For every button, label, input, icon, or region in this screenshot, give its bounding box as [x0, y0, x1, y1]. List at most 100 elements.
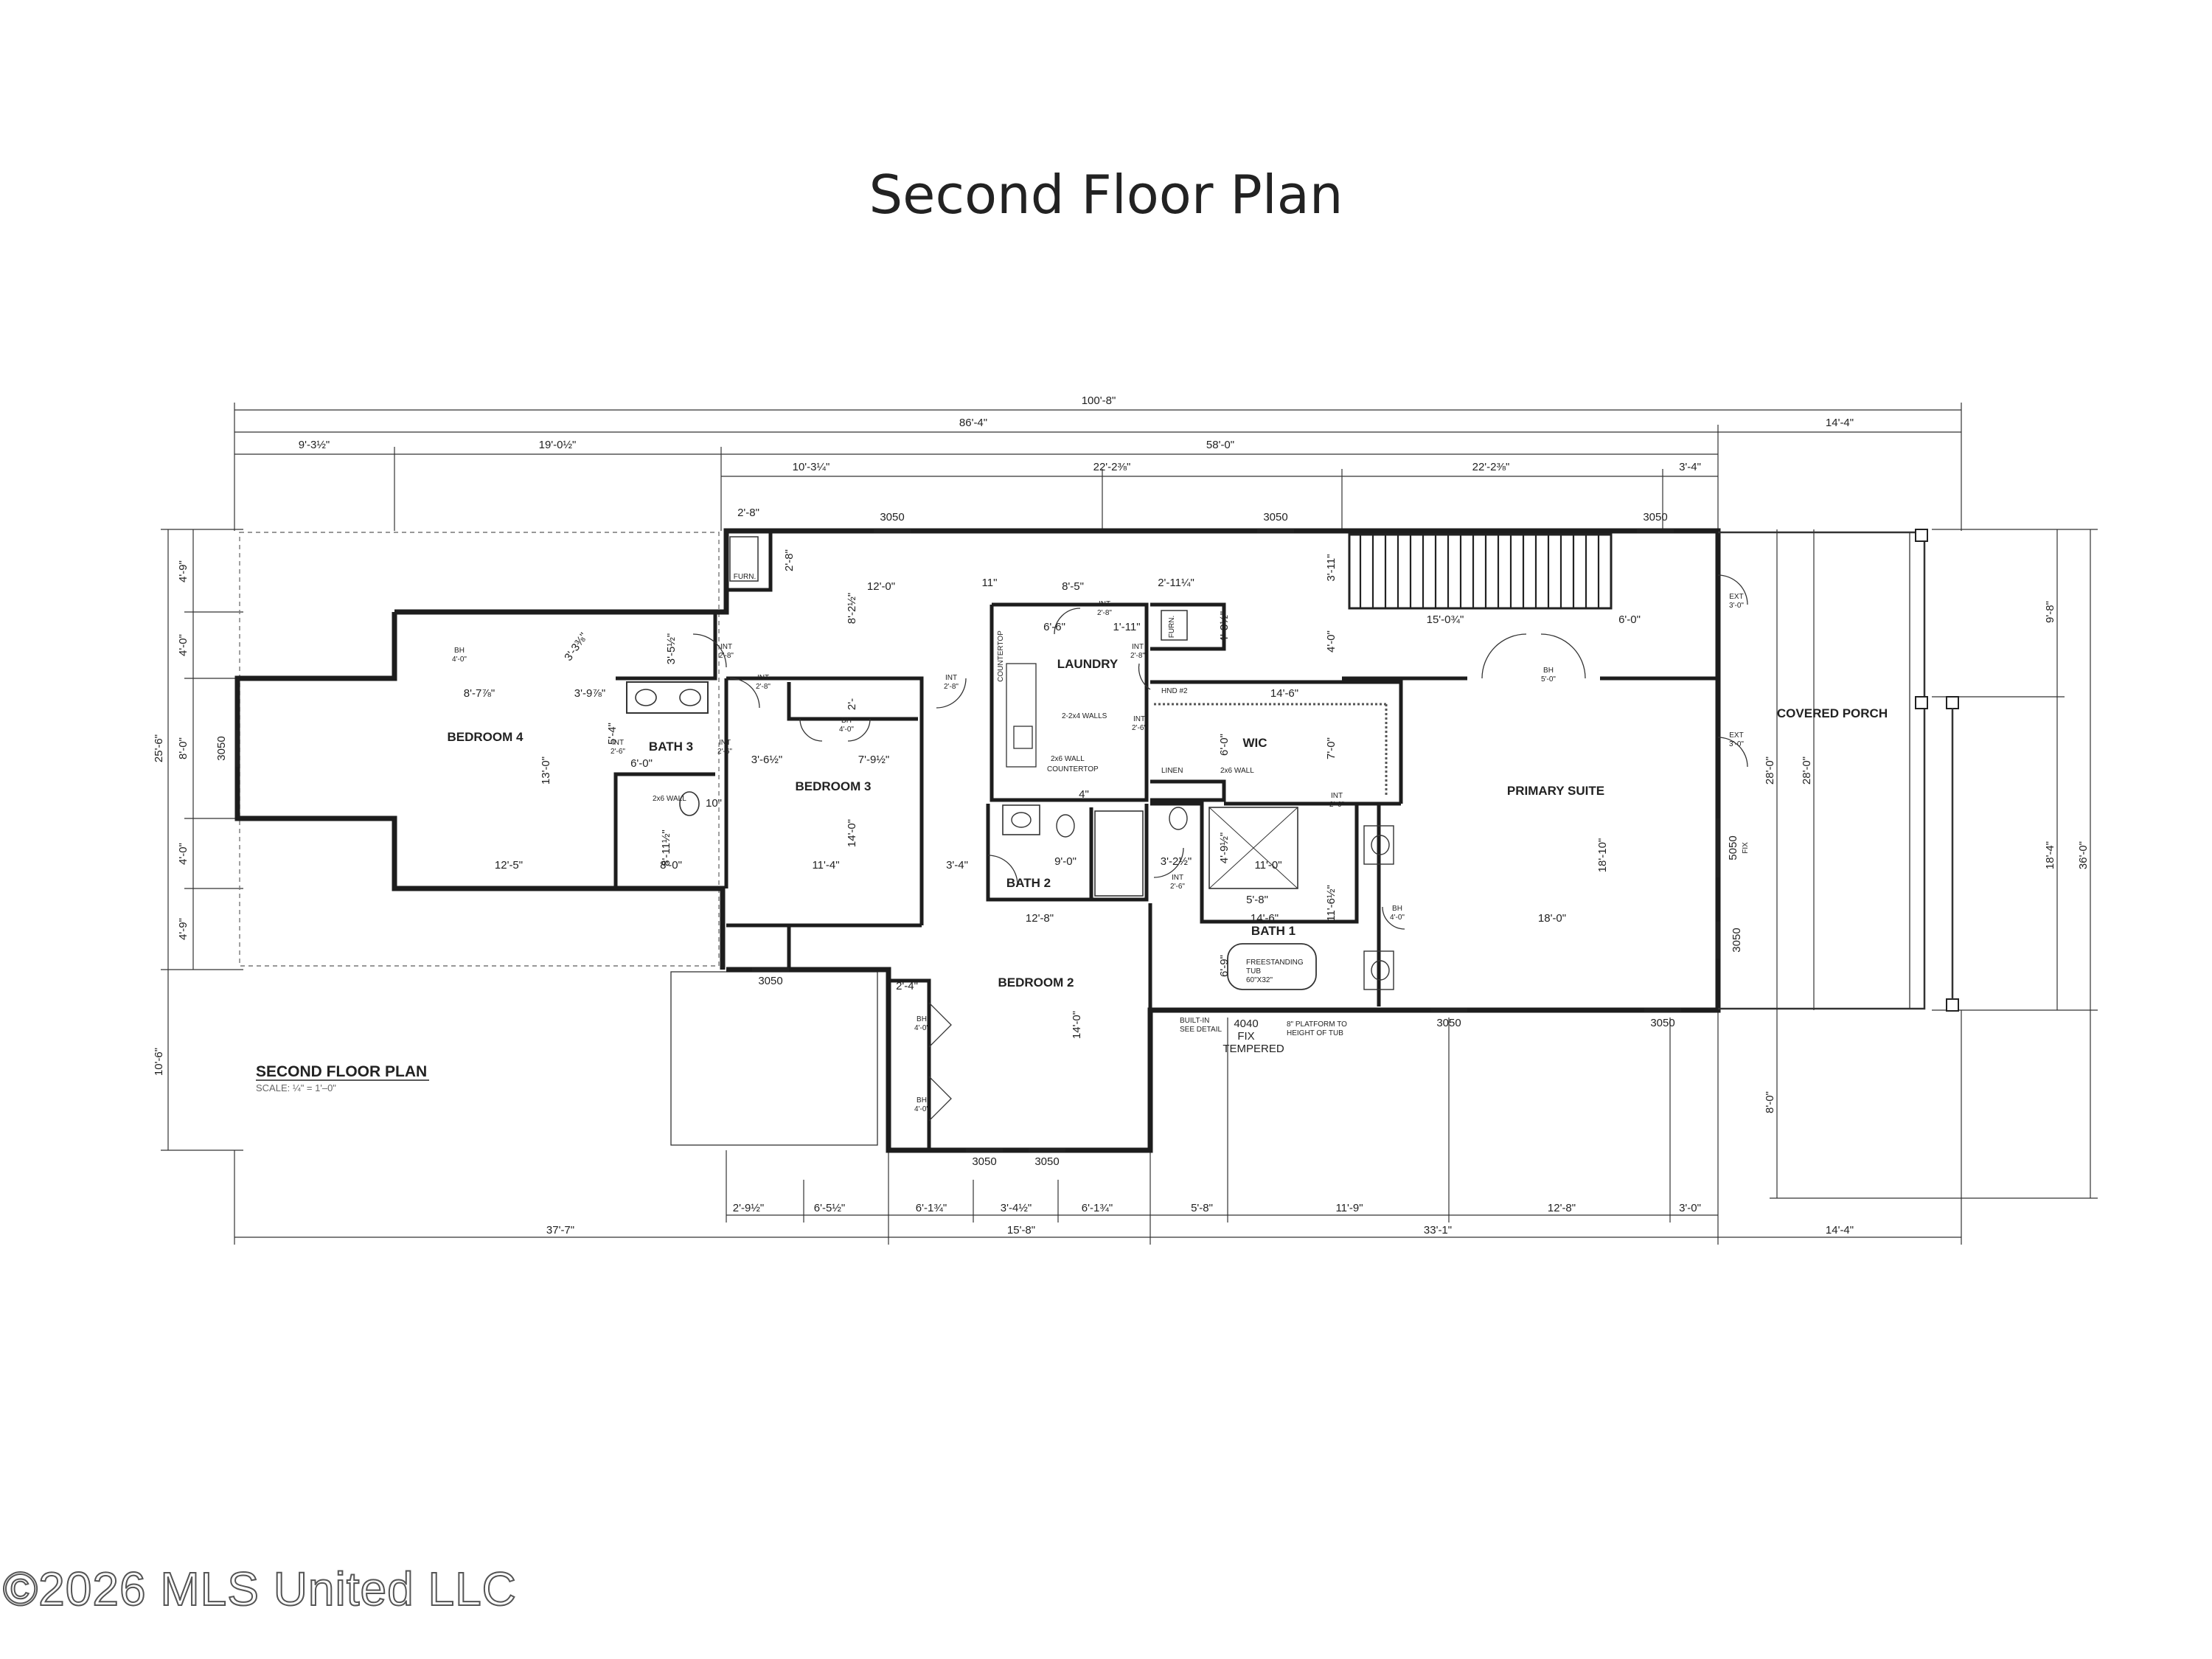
dim-laundry-c: 1'-11" [1113, 621, 1140, 633]
dim-bath3-c: 10" [706, 797, 722, 810]
note-ext-2-size: 3'-0" [1729, 740, 1744, 748]
note-bh-3: BH [841, 717, 852, 725]
dim-left-b: 4'-0" [177, 634, 189, 656]
dim-bottom-c: 6'-1¾" [916, 1202, 947, 1214]
plan-label: SECOND FLOOR PLAN [256, 1063, 427, 1080]
note-bh-size: 4'-0" [452, 655, 467, 664]
note-2x6-wall-bath3: 2x6 WALL [653, 795, 686, 803]
note-2x6-wall: 2x6 WALL [1051, 755, 1085, 763]
dim-overall: 100'-8" [1082, 394, 1116, 407]
dim-bottom-33: 33'-1" [1424, 1224, 1452, 1237]
note-ext: EXT [1729, 593, 1743, 601]
dim-bath3-e: 8'-0" [660, 859, 682, 872]
window-left: 3050 [215, 736, 228, 760]
note-int-8: INT [1133, 715, 1145, 723]
dim-bed3-a: 3'-6½" [751, 754, 782, 766]
window-tags: 3050 3050 3050 3050 3050 3050 3050 3050 … [215, 511, 1750, 1168]
note-int-7-size: 2'-8" [1130, 652, 1145, 660]
dim-bottom-14: 14'-4" [1826, 1224, 1854, 1237]
dim-primary-a: 18'-10" [1596, 838, 1609, 873]
note-bh: BH [454, 647, 465, 655]
note-int-6: INT [1099, 600, 1110, 608]
window-5050: 5050 [1727, 835, 1739, 860]
dim-right-a: 9'-8" [2044, 601, 2056, 623]
note-countertop: COUNTERTOP [1047, 765, 1099, 773]
dim-right-d: 18'-4" [2044, 841, 2056, 869]
dim-bath2-a: 9'-0" [1054, 855, 1077, 868]
dim-stair-a: 15'-0¾" [1427, 613, 1464, 626]
dim-left-f: 10'-6" [153, 1048, 165, 1076]
window-primary-2: 3050 [1650, 1017, 1674, 1029]
note-int-5: INT [945, 674, 957, 682]
dim-bed3-e: 14'-0" [846, 819, 858, 847]
note-freestanding: FREESTANDING [1246, 959, 1304, 967]
window-4040: 4040 [1234, 1018, 1258, 1030]
note-bh-6: BH [1392, 905, 1402, 913]
note-linen: LINEN [1161, 767, 1183, 775]
room-bedroom3: BEDROOM 3 [796, 779, 872, 793]
door-notes: BH 4'-0" INT 2'-6" INT 2'-6" INT 2'-8" I… [452, 573, 1744, 1113]
interior-walls [613, 531, 1718, 1150]
window-top-1: 3050 [880, 511, 904, 524]
note-int-size: 2'-6" [611, 748, 625, 756]
window-top-3: 3050 [1643, 511, 1667, 524]
dim-left-a: 4'-9" [177, 560, 189, 582]
note-int-3: INT [720, 643, 732, 651]
dim-hall-c: 8'-2½" [846, 593, 858, 624]
dim-right-b: 28'-0" [1801, 757, 1813, 785]
note-platform-2: HEIGHT OF TUB [1287, 1029, 1343, 1037]
dim-wic-a: 14'-6" [1270, 687, 1298, 700]
dim-bed4-closet: 8'-7⅞" [464, 687, 495, 700]
window-4040-fix: FIX [1237, 1030, 1254, 1043]
dim-furn-b: 2'-8" [783, 549, 796, 571]
dim-top-22b: 22'-2⅜" [1472, 461, 1510, 473]
note-int-9: INT [1172, 874, 1183, 882]
interior-dimensions: 8'-7⅞" 12'-5" 13'-0" 3'-3⅜" 3'-9⅞" 6'-0"… [464, 507, 1641, 1039]
dim-bottom-f: 5'-8" [1191, 1202, 1213, 1214]
note-bh-2-size: 5'-0" [1541, 675, 1556, 684]
dim-bottom-g: 11'-9" [1335, 1202, 1363, 1214]
note-int-2: INT [719, 739, 731, 747]
note-see-detail: SEE DETAIL [1180, 1026, 1222, 1034]
note-2x6-wall-wic: 2x6 WALL [1220, 767, 1254, 775]
window-bed2-b: 3050 [1034, 1155, 1059, 1168]
dim-right-f: 8'-0" [1764, 1091, 1776, 1113]
dim-top-86: 86'-4" [959, 417, 987, 429]
dim-bed4-height: 13'-0" [540, 757, 552, 785]
dim-right-c: 28'-0" [1764, 757, 1776, 785]
window-side: 3050 [1731, 928, 1743, 952]
dim-top-19: 19'-0½" [539, 439, 577, 451]
room-laundry: LAUNDRY [1057, 657, 1119, 671]
room-labels: BEDROOM 4 BATH 3 BEDROOM 3 LAUNDRY WIC P… [448, 657, 1888, 990]
dim-top-9: 9'-3½" [299, 439, 330, 451]
dim-bath3-d: 8'-11½" [660, 830, 672, 866]
note-tub-size: 60"X32" [1246, 976, 1273, 984]
dim-bath1-c: 11'-0" [1254, 859, 1281, 872]
dim-bath3-a: 6'-0" [630, 757, 653, 770]
note-2x4-walls: 2-2x4 WALLS [1062, 712, 1107, 720]
dim-left-c: 8'-0" [177, 737, 189, 759]
dim-bottom-e: 6'-1¾" [1082, 1202, 1113, 1214]
note-int-10: INT [1331, 792, 1343, 800]
dim-bottom-b: 6'-5½" [814, 1202, 845, 1214]
exterior-walls [234, 528, 1721, 1153]
dim-bed4-b: 3'-9⅞" [574, 687, 605, 700]
dim-bath1-b: 4'-9½" [1218, 832, 1231, 863]
note-int-2-size: 2'-6" [717, 748, 732, 756]
room-bath1: BATH 1 [1251, 924, 1295, 938]
dim-bed4-width: 12'-5" [495, 859, 523, 872]
stair [1348, 533, 1613, 610]
dim-right-e: 36'-0" [2077, 841, 2090, 869]
top-dimensions: 100'-8" 86'-4" 14'-4" 9'-3½" 19'-0½" 58'… [234, 394, 1962, 531]
dim-bath1-f: 11'-6½" [1325, 885, 1338, 922]
dim-bed3-f: 3'-4" [946, 859, 968, 872]
room-covered-porch: COVERED PORCH [1777, 706, 1888, 720]
lower-roof-outline [670, 971, 878, 1146]
dim-bottom-15: 15'-8" [1007, 1224, 1035, 1237]
dim-primary-b: 18'-0" [1538, 912, 1566, 925]
dim-hall-a: 3'-5½" [665, 633, 678, 664]
dim-bottom-h: 12'-8" [1548, 1202, 1576, 1214]
dim-bottom-37: 37'-7" [546, 1224, 574, 1237]
note-int-6-size: 2'-8" [1097, 609, 1112, 617]
note-int-5-size: 2'-8" [944, 683, 959, 691]
